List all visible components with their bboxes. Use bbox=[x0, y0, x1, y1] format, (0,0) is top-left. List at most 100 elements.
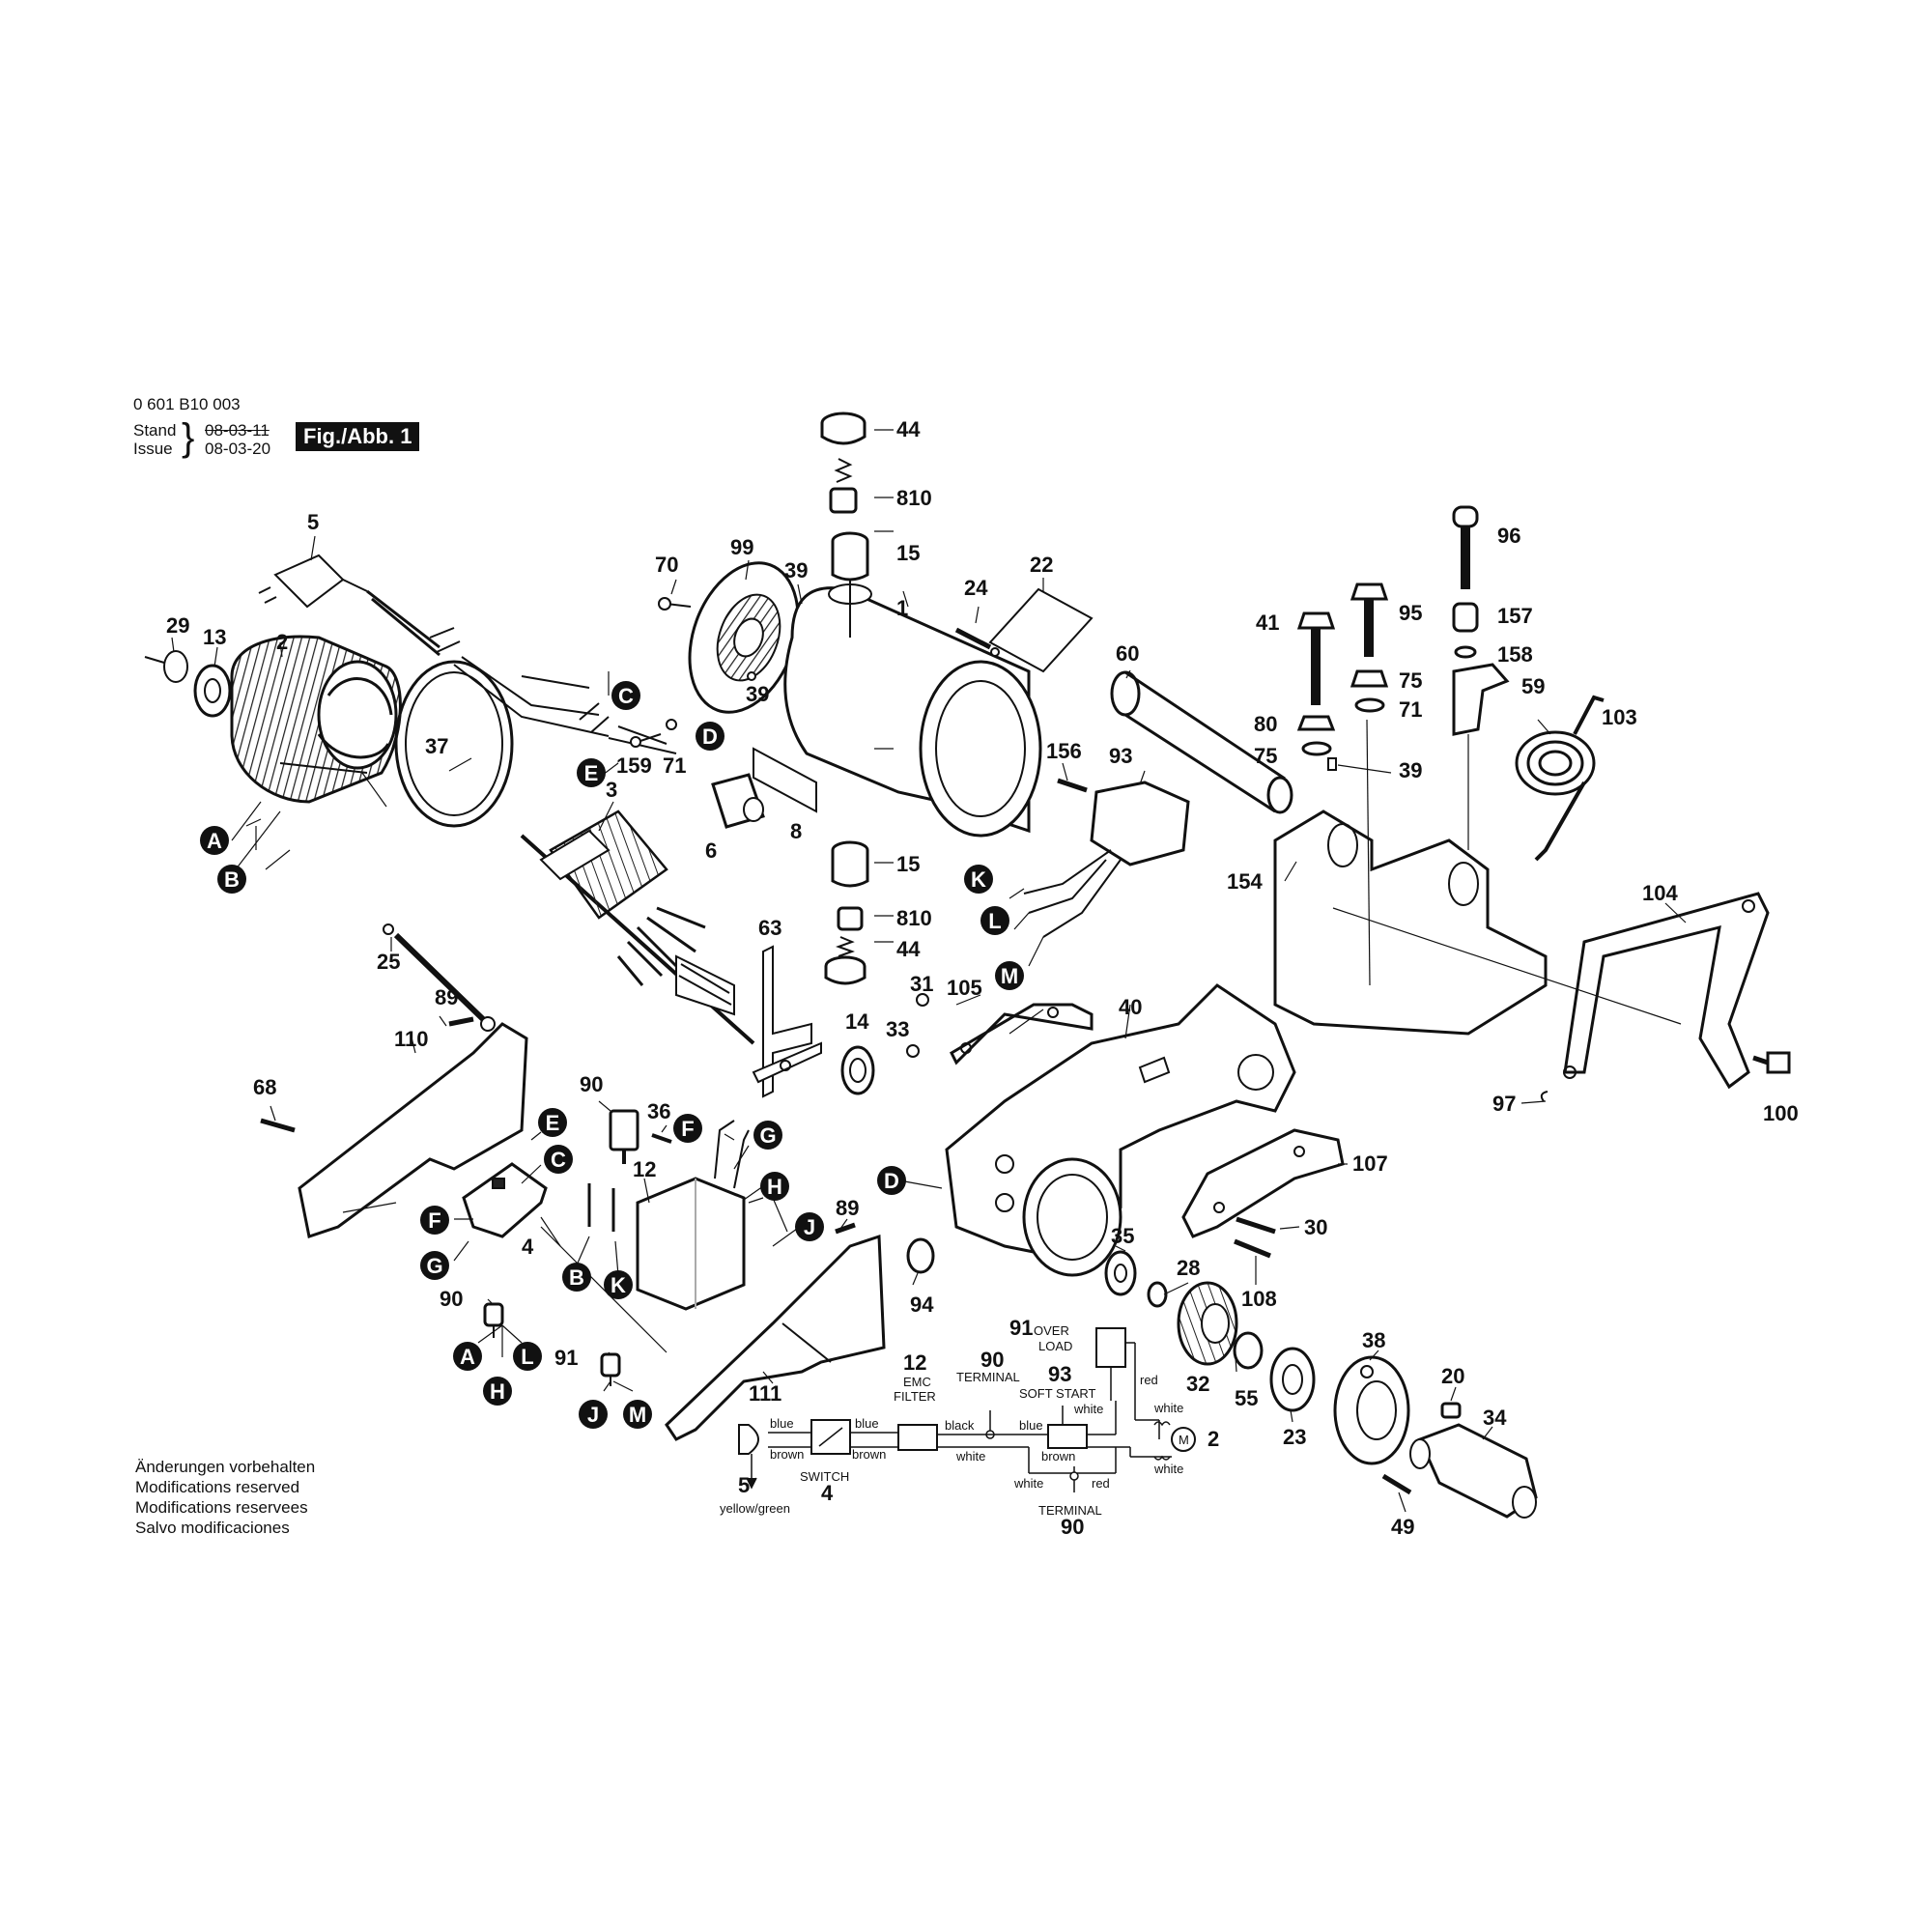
wire-blue-1: blue bbox=[770, 1416, 794, 1431]
stand-label: Stand bbox=[133, 421, 177, 440]
wire-brown-1: brown bbox=[770, 1447, 804, 1462]
label-110: 110 bbox=[394, 1027, 429, 1051]
screw-39b bbox=[747, 671, 756, 681]
nut-75b bbox=[1350, 669, 1389, 688]
bracket-104 bbox=[1563, 892, 1770, 1090]
svg-text:A: A bbox=[460, 1345, 475, 1369]
wiring-2: 2 bbox=[1208, 1427, 1219, 1451]
power-cord-plug bbox=[258, 554, 677, 754]
label-34: 33 bbox=[886, 1017, 909, 1041]
wire-white-5: white bbox=[1013, 1476, 1043, 1491]
emc-filter-12 bbox=[636, 1120, 750, 1311]
callout-m-1: M bbox=[995, 961, 1024, 990]
svg-text:K: K bbox=[611, 1273, 626, 1297]
label-810-bottom: 810 bbox=[896, 906, 932, 930]
callout-f-2: F bbox=[420, 1206, 449, 1235]
label-90-right: 91 bbox=[554, 1346, 578, 1370]
callout-c-1: C bbox=[611, 681, 640, 710]
label-71-left: 75 bbox=[1254, 744, 1277, 768]
label-plate-8 bbox=[753, 747, 817, 813]
label-8: 8 bbox=[790, 819, 802, 843]
label-60: 63 bbox=[758, 916, 781, 940]
label-108: 108 bbox=[1241, 1287, 1277, 1311]
washer-34 bbox=[906, 1044, 920, 1058]
screw-156 bbox=[1057, 778, 1088, 793]
callout-l-2: L bbox=[513, 1342, 542, 1371]
svg-text:F: F bbox=[681, 1117, 694, 1141]
base-cover-111 bbox=[665, 1234, 886, 1441]
label-15-top: 15 bbox=[896, 541, 920, 565]
key-28 bbox=[1440, 1402, 1462, 1419]
connectors bbox=[587, 1183, 615, 1232]
wiring-90-bottom: 90 bbox=[1061, 1515, 1084, 1539]
label-94: 94 bbox=[910, 1293, 934, 1317]
svg-text:D: D bbox=[702, 724, 718, 749]
label-25: 23 bbox=[1283, 1425, 1306, 1449]
bracket-60 bbox=[752, 945, 822, 1098]
label-35: 35 bbox=[1111, 1224, 1134, 1248]
carbon-brush-810-bottom bbox=[837, 906, 864, 931]
callout-b-2: B bbox=[562, 1263, 591, 1292]
screw-157 bbox=[630, 733, 662, 748]
wiring-yellow-green: yellow/green bbox=[720, 1501, 790, 1516]
label-22: 24 bbox=[964, 576, 988, 600]
note-de: Änderungen vorbehalten bbox=[135, 1458, 316, 1476]
wiring-diagram bbox=[738, 1327, 1196, 1492]
bearing-35 bbox=[1104, 1250, 1137, 1296]
label-810-top: 810 bbox=[896, 486, 932, 510]
callout-d-2: D bbox=[877, 1166, 906, 1195]
screw-23 bbox=[383, 923, 496, 1032]
wire-red-1: red bbox=[1140, 1373, 1158, 1387]
label-23: 25 bbox=[377, 950, 400, 974]
label-plate-20 bbox=[988, 587, 1094, 673]
screw-108 bbox=[1234, 1238, 1271, 1259]
side-cover-110 bbox=[298, 1022, 528, 1238]
callout-a-1: A bbox=[200, 826, 229, 855]
label-107: 107 bbox=[1352, 1151, 1388, 1176]
callout-d-1: D bbox=[696, 722, 724, 751]
label-33: 32 bbox=[1186, 1372, 1209, 1396]
label-36: 36 bbox=[647, 1099, 670, 1123]
bolt-96 bbox=[1452, 505, 1479, 589]
wire-white-2: white bbox=[1073, 1402, 1103, 1416]
field-coil-stator bbox=[230, 635, 402, 804]
svg-text:A: A bbox=[207, 829, 222, 853]
callout-k-1: K bbox=[964, 865, 993, 894]
label-71-right: 71 bbox=[1399, 697, 1422, 722]
label-1: 1 bbox=[896, 596, 908, 620]
wiring-motor-symbol: M bbox=[1179, 1433, 1189, 1447]
svg-text:L: L bbox=[988, 909, 1001, 933]
brush-holder-15-bottom bbox=[831, 840, 869, 888]
callout-a-2: A bbox=[453, 1342, 482, 1371]
callout-f-1: F bbox=[673, 1114, 702, 1143]
nut-75a bbox=[1296, 715, 1336, 731]
handle-105 bbox=[950, 1003, 1094, 1065]
wiring-91: 91 bbox=[1009, 1316, 1033, 1340]
callout-b-1: B bbox=[217, 865, 246, 894]
label-13: 13 bbox=[203, 625, 226, 649]
label-37: 37 bbox=[425, 734, 448, 758]
callout-k-2: K bbox=[604, 1270, 633, 1299]
label-80: 49 bbox=[1391, 1515, 1414, 1539]
label-5: 5 bbox=[307, 510, 319, 534]
carbon-brush-810-top bbox=[829, 487, 858, 514]
label-28: 20 bbox=[1441, 1364, 1464, 1388]
label-39-top: 39 bbox=[784, 558, 808, 582]
label-39-mid: 39 bbox=[746, 682, 769, 706]
wire-blue-2: blue bbox=[855, 1416, 879, 1431]
label-89-bottom: 89 bbox=[836, 1196, 859, 1220]
note-es: Salvo modificaciones bbox=[135, 1519, 290, 1537]
screw-89-top bbox=[448, 1016, 474, 1027]
wiring-93: 93 bbox=[1048, 1362, 1071, 1386]
svg-text:B: B bbox=[569, 1265, 584, 1290]
issue-label: Issue bbox=[133, 440, 173, 458]
stand-date: 08-03-11 bbox=[205, 421, 270, 440]
label-59: 60 bbox=[1116, 641, 1139, 666]
wire-brown-3: brown bbox=[1041, 1449, 1075, 1463]
callout-m-2: M bbox=[623, 1400, 652, 1429]
label-157: 159 bbox=[616, 753, 652, 778]
wiring-labels: 91 OVER LOAD 12 EMC FILTER 90 TERMINAL 9… bbox=[720, 1316, 1219, 1539]
label-89-top: 89 bbox=[435, 985, 458, 1009]
wiring-overload-2: LOAD bbox=[1038, 1339, 1072, 1353]
